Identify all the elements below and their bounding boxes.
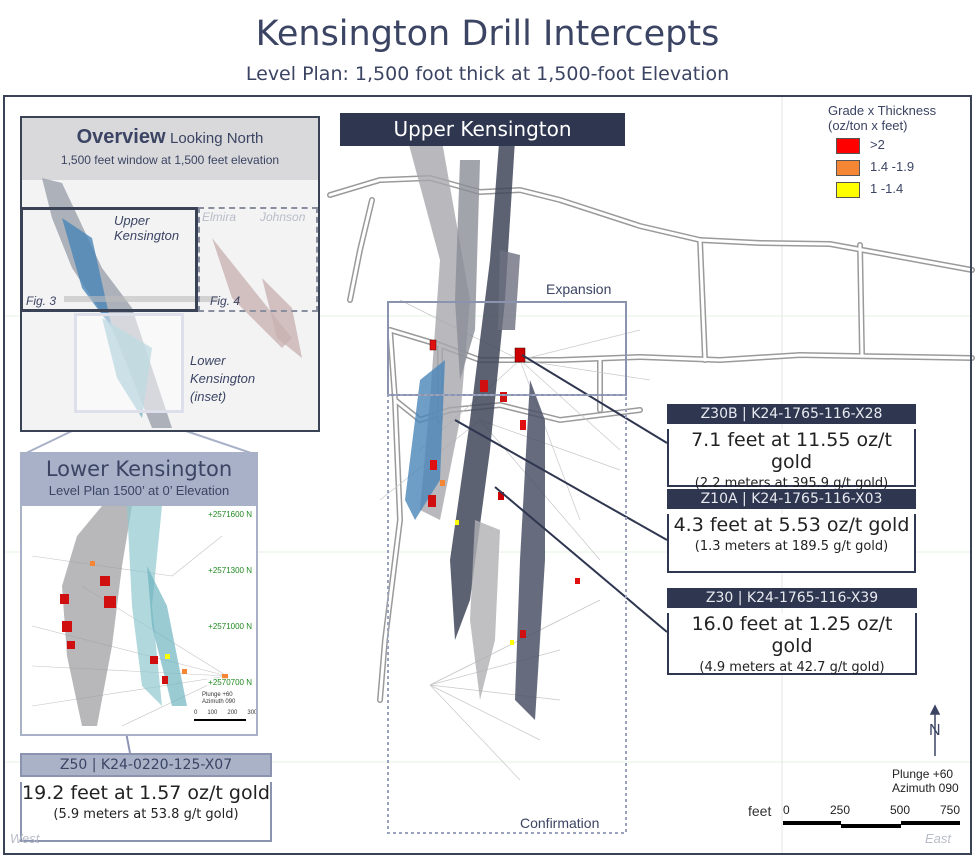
expansion-zone-box <box>387 301 627 396</box>
callout-z30: Z30 | K24-1765-116-X39 16.0 feet at 1.25… <box>667 588 917 675</box>
lower-inset-subtitle: Level Plan 1500’ at 0’ Elevation <box>48 483 230 498</box>
callout-leader-lines <box>454 354 668 633</box>
lower-inset-plunge: Plunge +60 <box>202 692 233 698</box>
northing-label: +2570700 N <box>207 678 253 687</box>
legend-swatch-red <box>836 137 860 154</box>
callout-z10a: Z10A | K24-1765-116-X03 4.3 feet at 5.53… <box>667 489 916 573</box>
overview-header: Overview Looking North 1,500 feet window… <box>22 118 318 180</box>
callout-header: Z30B | K24-1765-116-X28 <box>667 404 916 424</box>
lower-inset-box <box>74 313 184 413</box>
fig3-label: Fig. 3 <box>26 294 57 308</box>
overview-johnson-label: Johnson <box>260 210 306 224</box>
legend: Grade x Thickness (oz/ton x feet) >2 1.4… <box>828 103 936 199</box>
legend-label: 1.4 -1.9 <box>870 159 915 174</box>
overview-direction: Looking North <box>170 130 264 147</box>
scale-tick: 500 <box>890 803 911 817</box>
upper-kensington-label: Upper Kensington <box>340 113 625 146</box>
lower-inset-header: Lower Kensington Level Plan 1500’ at 0’ … <box>22 454 256 506</box>
legend-swatch-orange <box>836 159 860 176</box>
overview-subtitle: 1,500 feet window at 1,500 feet elevatio… <box>60 153 280 167</box>
callout-grade-metric: (1.3 meters at 189.5 g/t gold) <box>694 539 889 554</box>
scale-tick: 100 <box>207 710 218 716</box>
lower-kensington-inset: Lower Kensington Level Plan 1500’ at 0’ … <box>20 452 258 736</box>
legend-swatch-yellow <box>836 181 860 198</box>
page-subtitle: Level Plan: 1,500 foot thick at 1,500-fo… <box>245 63 730 85</box>
callout-header: Z50 | K24-0220-125-X07 <box>20 753 272 777</box>
lower-inset-scale: 0 100 200 300 <box>194 710 258 716</box>
overview-elmira-label: Elmira <box>202 210 237 224</box>
legend-label: >2 <box>870 137 885 152</box>
overview-inset: Overview Looking North 1,500 feet window… <box>20 116 320 432</box>
scale-bar <box>783 821 960 828</box>
callout-grade-metric: (4.9 meters at 42.7 g/t gold) <box>699 660 885 675</box>
expansion-label: Expansion <box>546 281 612 297</box>
lower-inset-orientation: Plunge +60 Azimuth 090 <box>202 692 235 706</box>
scale-tick: 0 <box>783 803 790 817</box>
west-label: West <box>10 831 40 846</box>
overview-upper-label: Upper Kensington <box>114 213 180 243</box>
scale-tick: 0 <box>194 710 198 716</box>
callout-header: Z30 | K24-1765-116-X39 <box>667 588 917 608</box>
north-label: N <box>929 722 941 739</box>
east-label: East <box>925 831 952 846</box>
scale-unit: feet <box>748 803 772 819</box>
intercept-markers <box>428 339 580 645</box>
legend-item-low: 1 -1.4 <box>836 181 936 199</box>
scale-tick: 250 <box>830 803 851 817</box>
northing-label: +2571000 N <box>207 622 253 631</box>
overview-title: Overview <box>76 126 166 148</box>
overview-lower-label: Lower Kensington (inset) <box>190 353 256 404</box>
callout-grade-metric: (2.2 meters at 395.9 g/t gold) <box>694 476 889 491</box>
confirmation-zone-box <box>387 394 627 834</box>
callout-grade: 19.2 feet at 1.57 oz/t gold <box>22 782 270 804</box>
confirmation-label: Confirmation <box>520 815 600 831</box>
fig4-label: Fig. 4 <box>210 294 241 308</box>
map-frame <box>3 95 972 855</box>
fig3-box <box>22 207 198 312</box>
legend-title: Grade x Thickness <box>828 103 937 118</box>
callout-grade: 7.1 feet at 11.55 oz/t gold <box>691 429 892 473</box>
northing-label: +2571600 N <box>207 510 253 519</box>
scale-tick: 200 <box>227 710 238 716</box>
callout-z50: Z50 | K24-0220-125-X07 19.2 feet at 1.57… <box>20 753 272 842</box>
view-orientation: Plunge +60 Azimuth 090 <box>892 767 959 795</box>
scale-tick: 300 <box>247 710 258 716</box>
inset-connector-lines <box>21 429 258 456</box>
lower-inset-title: Lower Kensington <box>45 457 233 481</box>
callout-grade-metric: (5.9 meters at 53.8 g/t gold) <box>53 807 239 822</box>
azimuth-label: Azimuth 090 <box>892 781 959 795</box>
lower-inset-azimuth: Azimuth 090 <box>202 699 236 705</box>
callout-z30b: Z30B | K24-1765-116-X28 7.1 feet at 11.5… <box>667 404 916 491</box>
legend-label: 1 -1.4 <box>870 181 904 196</box>
page-title: Kensington Drill Intercepts <box>255 14 720 54</box>
legend-item-high: >2 <box>836 137 936 155</box>
north-arrow-icon <box>929 704 941 756</box>
callout-grade: 16.0 feet at 1.25 oz/t gold <box>691 613 893 657</box>
callout-grade: 4.3 feet at 5.53 oz/t gold <box>673 514 910 536</box>
fig4-box <box>198 207 318 312</box>
plunge-label: Plunge +60 <box>892 767 954 781</box>
northing-label: +2571300 N <box>207 566 253 575</box>
callout-header: Z10A | K24-1765-116-X03 <box>667 489 916 509</box>
lower-inset-map <box>31 506 228 727</box>
legend-subtitle: (oz/ton x feet) <box>828 118 908 133</box>
legend-item-mid: 1.4 -1.9 <box>836 159 936 177</box>
lower-inset-scale-bar <box>194 719 246 721</box>
scale-tick: 750 <box>940 803 961 817</box>
